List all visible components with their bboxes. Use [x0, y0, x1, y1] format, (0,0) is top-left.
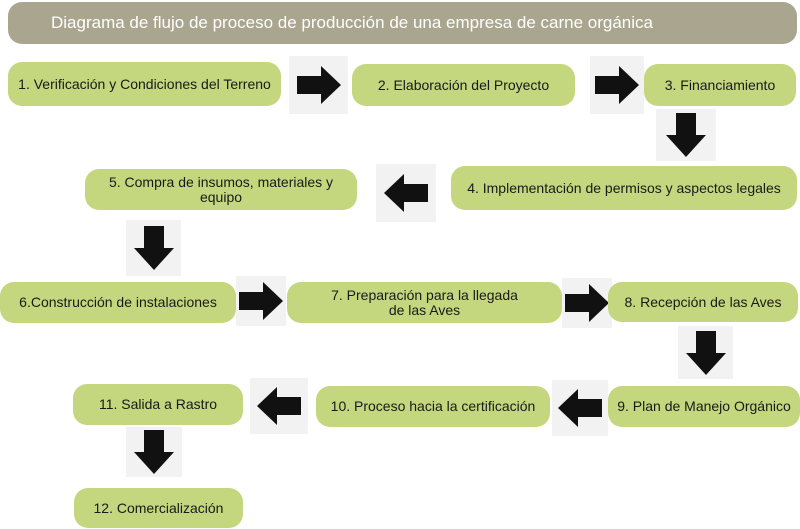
step-11-box: 11. Salida a Rastro	[73, 384, 243, 425]
step-4-box: 4. Implementación de permisos y aspectos…	[451, 166, 797, 210]
step-11-label: 11. Salida a Rastro	[98, 396, 218, 412]
right-arrow-icon	[595, 66, 639, 104]
down-arrow-icon	[133, 226, 174, 270]
arrow-3-to-4	[656, 109, 716, 161]
step-6-label: 6.Construcción de instalaciones	[19, 294, 217, 310]
arrow-4-to-5	[376, 164, 436, 222]
step-3-box: 3. Financiamiento	[644, 64, 796, 106]
step-2-label: 2. Elaboración del Proyecto	[377, 76, 550, 93]
step-10-label: 10. Proceso hacia la certificación	[330, 398, 536, 414]
down-arrow-icon	[685, 330, 726, 375]
down-arrow-icon	[666, 113, 706, 157]
step-10-box: 10. Proceso hacia la certificación	[316, 386, 550, 427]
arrow-2-to-3	[590, 56, 644, 114]
down-arrow-icon	[134, 430, 174, 474]
arrow-10-to-11	[250, 378, 308, 434]
arrow-9-to-10	[552, 380, 608, 436]
step-1-box: 1. Verificación y Condiciones del Terren…	[8, 62, 281, 106]
diagram-title: Diagrama de flujo de proceso de producci…	[8, 2, 797, 44]
step-5-label: 5. Compra de insumos, materiales y equip…	[108, 173, 334, 205]
step-7-box: 7. Preparación para la llegada de las Av…	[287, 282, 562, 323]
step-8-label: 8. Recepción de las Aves	[624, 293, 782, 310]
right-arrow-icon	[565, 284, 609, 322]
step-8-box: 8. Recepción de las Aves	[608, 282, 798, 322]
step-12-box: 12. Comercialización	[74, 488, 243, 528]
left-arrow-icon	[384, 174, 428, 212]
right-arrow-icon	[296, 66, 341, 104]
step-5-box: 5. Compra de insumos, materiales y equip…	[85, 169, 357, 210]
step-6-box: 6.Construcción de instalaciones	[0, 282, 236, 323]
arrow-11-to-12	[126, 427, 182, 477]
arrow-6-to-7	[236, 276, 286, 326]
left-arrow-icon	[558, 389, 602, 427]
diagram-title-text: Diagrama de flujo de proceso de producci…	[51, 13, 653, 32]
arrow-8-to-9	[678, 326, 733, 379]
step-12-label: 12. Comercialización	[93, 499, 224, 516]
step-4-label: 4. Implementación de permisos y aspectos…	[467, 179, 781, 196]
step-2-box: 2. Elaboración del Proyecto	[352, 64, 575, 106]
step-3-label: 3. Financiamiento	[664, 76, 776, 93]
arrow-5-to-6	[126, 220, 181, 276]
arrow-1-to-2	[289, 56, 348, 114]
step-1-label: 1. Verificación y Condiciones del Terren…	[18, 75, 271, 92]
step-9-label: 9. Plan de Manejo Orgánico	[617, 398, 791, 414]
arrow-7-to-8	[562, 278, 612, 328]
step-7-label: 7. Preparación para la llegada de las Av…	[331, 286, 518, 318]
step-9-box: 9. Plan de Manejo Orgánico	[608, 386, 800, 427]
right-arrow-icon	[239, 282, 283, 320]
left-arrow-icon	[257, 387, 301, 425]
